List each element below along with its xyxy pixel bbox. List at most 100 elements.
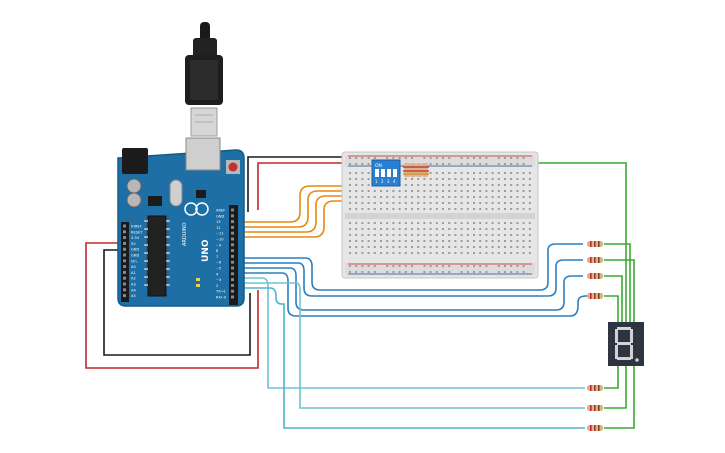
breadboard-hole[interactable] — [355, 246, 358, 248]
breadboard-hole[interactable] — [491, 178, 494, 180]
breadboard-hole[interactable] — [522, 208, 525, 210]
breadboard-hole[interactable] — [429, 190, 432, 192]
breadboard-hole[interactable] — [349, 240, 351, 242]
breadboard-hole[interactable] — [516, 234, 519, 236]
digital-pin[interactable] — [231, 283, 234, 287]
breadboard-hole[interactable] — [473, 157, 475, 159]
breadboard-hole[interactable] — [479, 208, 482, 210]
breadboard-hole[interactable] — [466, 240, 469, 242]
breadboard-hole[interactable] — [429, 222, 432, 224]
breadboard-hole[interactable] — [367, 265, 370, 267]
breadboard-hole[interactable] — [528, 184, 531, 186]
breadboard-hole[interactable] — [510, 228, 513, 230]
breadboard-hole[interactable] — [349, 252, 351, 254]
breadboard-hole[interactable] — [460, 271, 463, 273]
breadboard-hole[interactable] — [442, 184, 444, 186]
breadboard-hole[interactable] — [485, 246, 488, 248]
breadboard-hole[interactable] — [442, 172, 444, 174]
breadboard-hole[interactable] — [417, 196, 420, 198]
breadboard-hole[interactable] — [361, 208, 364, 210]
breadboard-hole[interactable] — [454, 240, 457, 242]
breadboard-hole[interactable] — [349, 222, 351, 224]
breadboard-hole[interactable] — [435, 271, 438, 273]
breadboard-hole[interactable] — [349, 208, 351, 210]
breadboard-hole[interactable] — [473, 178, 475, 180]
breadboard-hole[interactable] — [460, 208, 463, 210]
digital-pin[interactable] — [231, 208, 234, 212]
breadboard-hole[interactable] — [466, 252, 469, 254]
breadboard-hole[interactable] — [435, 240, 438, 242]
breadboard-hole[interactable] — [448, 157, 451, 159]
breadboard-hole[interactable] — [466, 163, 469, 165]
breadboard-hole[interactable] — [504, 202, 506, 204]
breadboard-hole[interactable] — [448, 240, 451, 242]
breadboard-hole[interactable] — [355, 196, 358, 198]
breadboard-hole[interactable] — [522, 196, 525, 198]
breadboard-hole[interactable] — [473, 184, 475, 186]
breadboard-hole[interactable] — [442, 208, 444, 210]
breadboard-hole[interactable] — [485, 234, 488, 236]
breadboard-hole[interactable] — [460, 222, 463, 224]
power-pin[interactable] — [123, 276, 126, 280]
breadboard-hole[interactable] — [411, 222, 413, 224]
breadboard-hole[interactable] — [485, 163, 488, 165]
breadboard-hole[interactable] — [392, 271, 395, 273]
breadboard-hole[interactable] — [442, 163, 444, 165]
breadboard-hole[interactable] — [485, 208, 488, 210]
breadboard-hole[interactable] — [460, 246, 463, 248]
breadboard-hole[interactable] — [448, 271, 451, 273]
breadboard-hole[interactable] — [355, 240, 358, 242]
breadboard-hole[interactable] — [423, 246, 426, 248]
breadboard-hole[interactable] — [417, 202, 420, 204]
breadboard-hole[interactable] — [491, 184, 494, 186]
breadboard-hole[interactable] — [491, 228, 494, 230]
power-pin[interactable] — [123, 259, 126, 263]
breadboard-hole[interactable] — [411, 246, 413, 248]
breadboard-hole[interactable] — [429, 202, 432, 204]
breadboard-hole[interactable] — [460, 240, 463, 242]
breadboard-hole[interactable] — [516, 157, 519, 159]
breadboard-hole[interactable] — [510, 190, 513, 192]
breadboard-hole[interactable] — [442, 246, 444, 248]
breadboard-hole[interactable] — [355, 157, 358, 159]
breadboard-hole[interactable] — [423, 234, 426, 236]
breadboard-hole[interactable] — [361, 184, 364, 186]
breadboard-hole[interactable] — [448, 222, 451, 224]
breadboard-hole[interactable] — [510, 178, 513, 180]
breadboard-hole[interactable] — [386, 240, 389, 242]
breadboard-hole[interactable] — [528, 196, 531, 198]
breadboard-hole[interactable] — [398, 265, 401, 267]
breadboard-hole[interactable] — [522, 163, 525, 165]
breadboard-hole[interactable] — [442, 252, 444, 254]
breadboard-hole[interactable] — [417, 234, 420, 236]
breadboard-hole[interactable] — [411, 265, 413, 267]
breadboard-hole[interactable] — [466, 178, 469, 180]
breadboard-hole[interactable] — [491, 234, 494, 236]
breadboard-hole[interactable] — [522, 265, 525, 267]
breadboard-hole[interactable] — [367, 246, 370, 248]
breadboard-hole[interactable] — [516, 184, 519, 186]
breadboard-hole[interactable] — [504, 228, 506, 230]
breadboard-hole[interactable] — [429, 271, 432, 273]
breadboard-hole[interactable] — [423, 208, 426, 210]
breadboard-hole[interactable] — [435, 252, 438, 254]
breadboard-hole[interactable] — [361, 228, 364, 230]
breadboard-hole[interactable] — [423, 190, 426, 192]
digital-pin[interactable] — [231, 220, 234, 224]
breadboard-hole[interactable] — [454, 234, 457, 236]
breadboard-hole[interactable] — [380, 196, 382, 198]
breadboard-hole[interactable] — [454, 190, 457, 192]
breadboard-hole[interactable] — [522, 172, 525, 174]
breadboard-hole[interactable] — [435, 222, 438, 224]
breadboard-hole[interactable] — [380, 190, 382, 192]
breadboard-hole[interactable] — [386, 190, 389, 192]
breadboard-hole[interactable] — [392, 240, 395, 242]
breadboard-hole[interactable] — [429, 234, 432, 236]
breadboard-hole[interactable] — [367, 240, 370, 242]
breadboard-hole[interactable] — [380, 240, 382, 242]
digital-pin[interactable] — [231, 231, 234, 235]
breadboard-hole[interactable] — [454, 172, 457, 174]
breadboard-hole[interactable] — [361, 163, 364, 165]
breadboard-hole[interactable] — [404, 184, 407, 186]
breadboard-hole[interactable] — [417, 252, 420, 254]
